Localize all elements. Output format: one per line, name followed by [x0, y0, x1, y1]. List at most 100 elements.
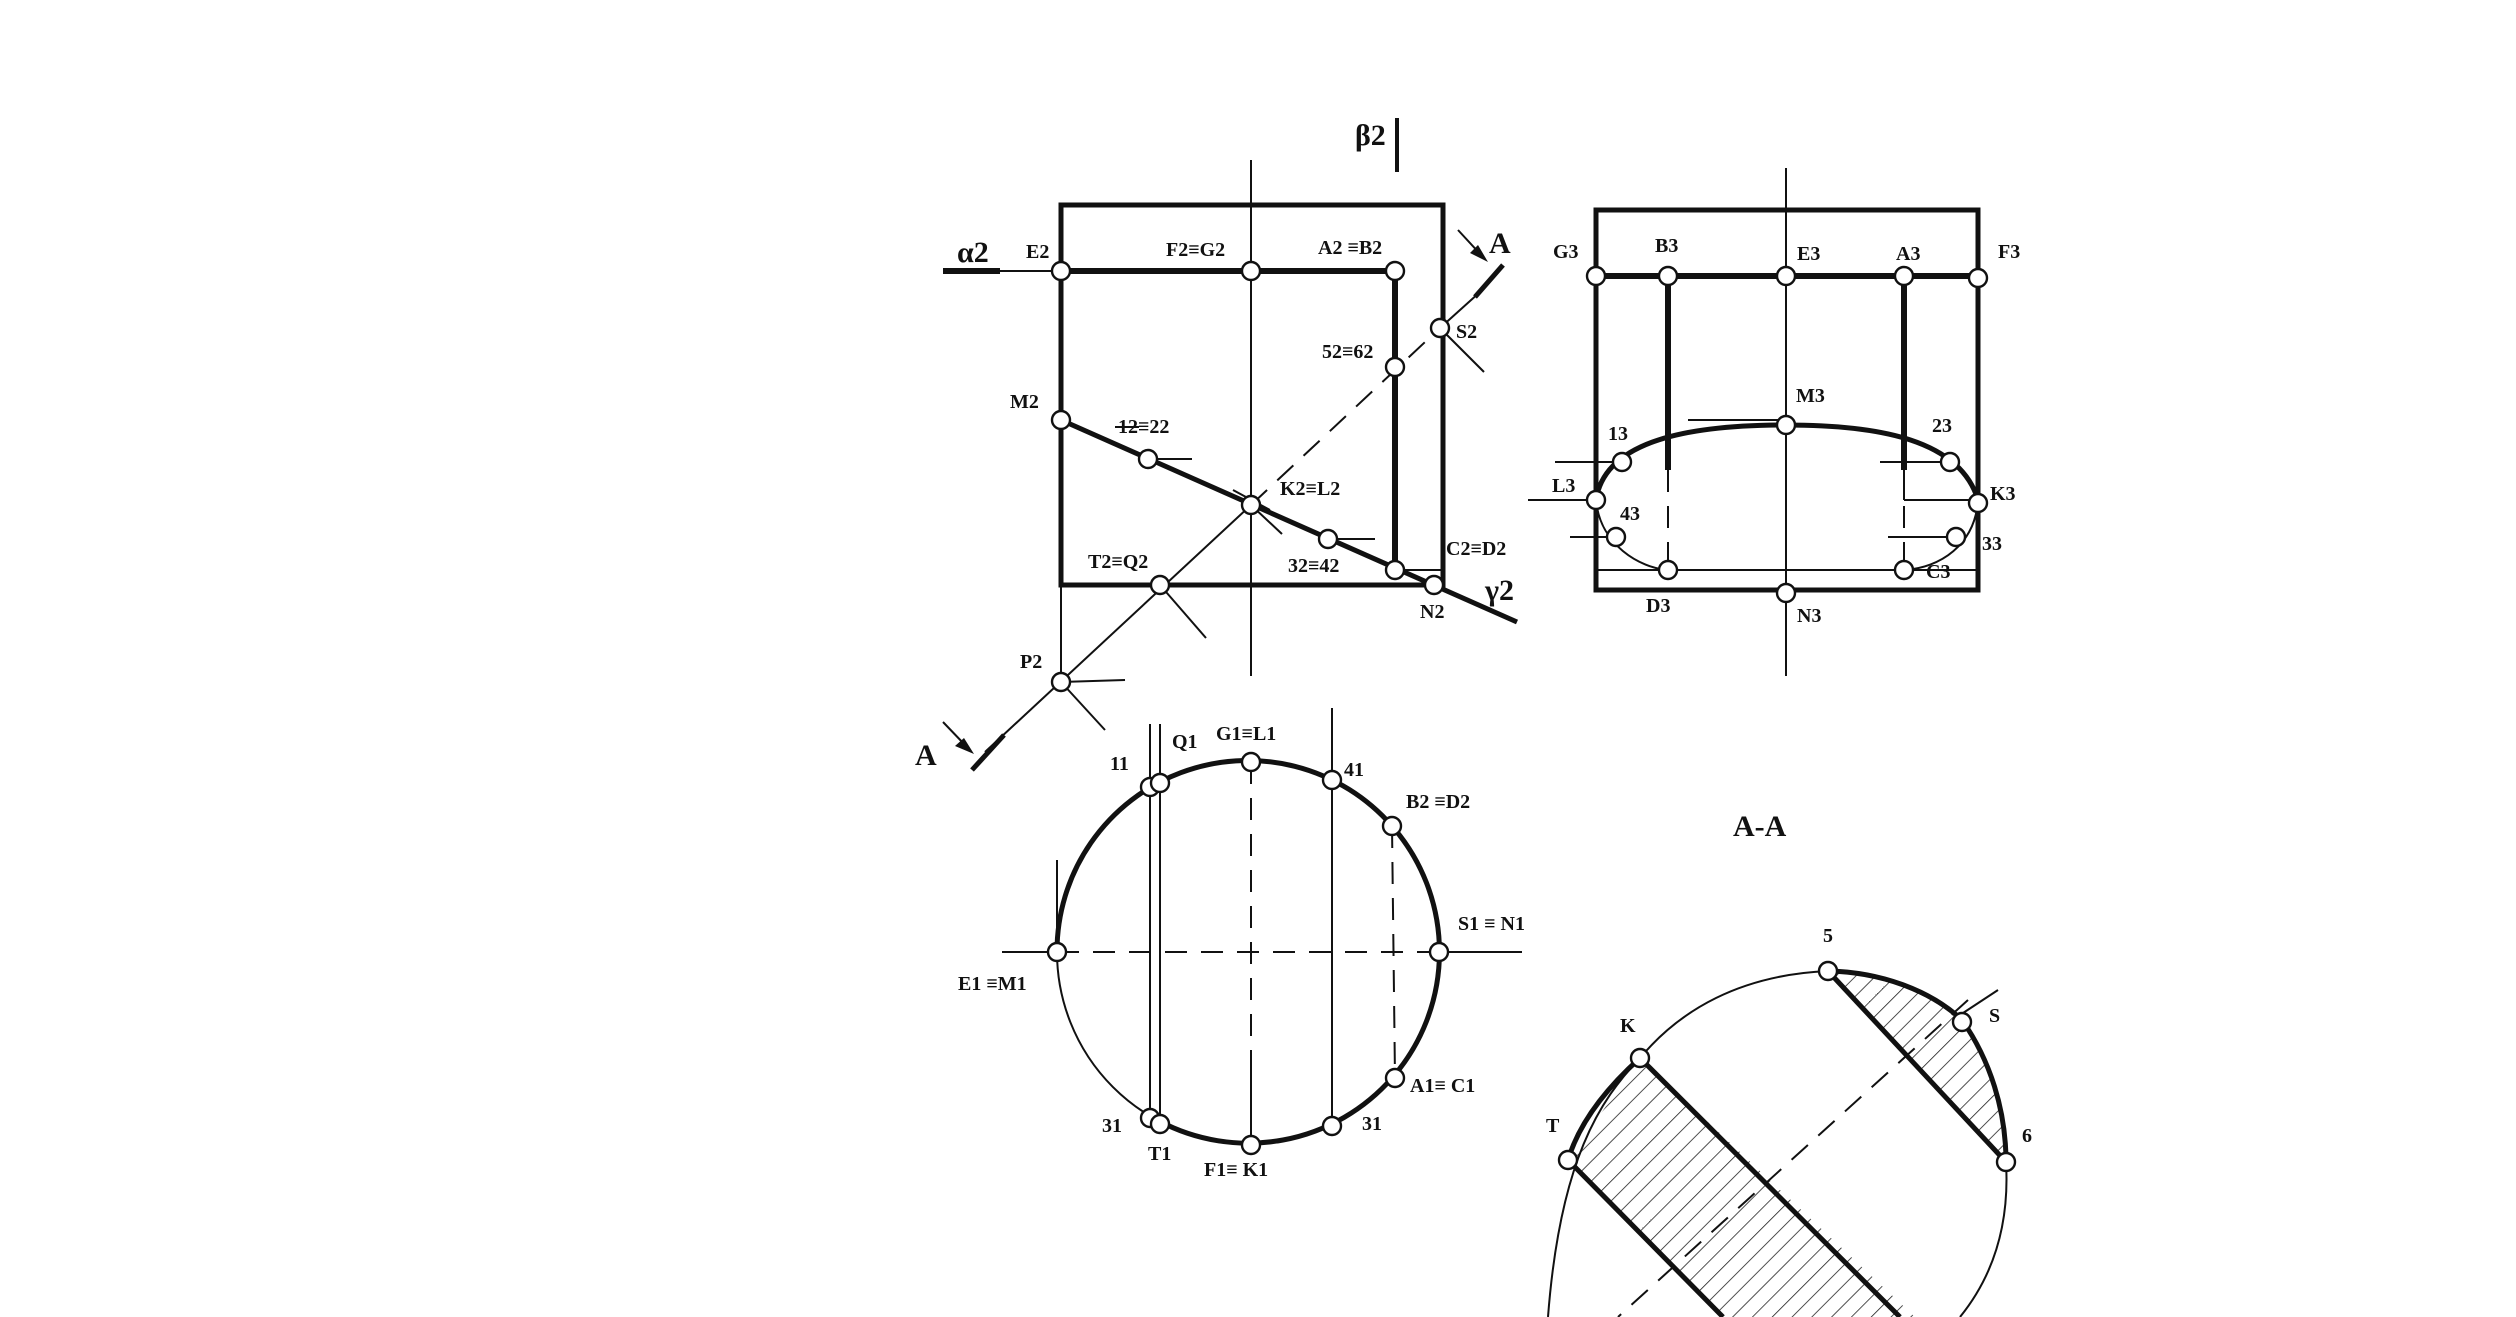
label-G1L1: G1≡L1 — [1216, 723, 1276, 745]
label-31-left: 31 — [1102, 1115, 1122, 1137]
point-K2L2 — [1240, 494, 1262, 516]
label-52-62: 52≡62 — [1322, 341, 1373, 363]
label-K3: K3 — [1990, 483, 2016, 505]
point-E2 — [1050, 260, 1072, 282]
label-S: S — [1989, 1005, 2000, 1027]
point-G1L1 — [1240, 751, 1262, 773]
label-T: T — [1546, 1115, 1560, 1137]
top-arc-upper-thick — [1054, 758, 1394, 953]
label-Q1: Q1 — [1172, 731, 1198, 753]
label-M3: M3 — [1796, 385, 1825, 407]
point-32-42 — [1317, 528, 1339, 550]
point-T2Q2 — [1149, 574, 1171, 596]
label-12-22: 12≡22 — [1118, 416, 1169, 438]
point-C2D2 — [1384, 559, 1406, 581]
label-alpha2: α2 — [957, 236, 989, 269]
point-N2 — [1423, 574, 1445, 596]
label-S1N1: S1 ≡ N1 — [1458, 913, 1525, 935]
point-6 — [1995, 1151, 2017, 1173]
label-5: 5 — [1823, 925, 1833, 947]
point-52-62 — [1384, 356, 1406, 378]
top-arc-lower-thick — [1157, 1076, 1394, 1146]
label-N2: N2 — [1420, 601, 1444, 623]
label-M2: M2 — [1010, 391, 1039, 413]
point-L3 — [1585, 489, 1607, 511]
point-S2 — [1429, 317, 1451, 339]
point-K — [1629, 1047, 1651, 1069]
label-23: 23 — [1932, 415, 1952, 437]
point-33 — [1945, 526, 1967, 548]
point-12-22 — [1137, 448, 1159, 470]
point-F1K1 — [1240, 1134, 1262, 1156]
label-41: 41 — [1344, 759, 1364, 781]
point-A3 — [1893, 265, 1915, 287]
section-cut-upper — [1826, 969, 2008, 1164]
label-13: 13 — [1608, 423, 1628, 445]
label-6: 6 — [2022, 1125, 2032, 1147]
label-K: K — [1620, 1015, 1636, 1037]
label-C2D2: C2≡D2 — [1446, 538, 1506, 560]
gamma-plane-line — [1059, 417, 1519, 625]
point-G3 — [1585, 265, 1607, 287]
point-E3 — [1775, 265, 1797, 287]
label-P2: P2 — [1020, 651, 1042, 673]
section-line-dashed — [1250, 327, 1441, 506]
point-T — [1557, 1149, 1579, 1171]
tick — [1060, 679, 1126, 683]
point-F3 — [1967, 267, 1989, 289]
top-line-B2-dashed — [1391, 825, 1396, 1079]
point-23 — [1939, 451, 1961, 473]
label-31-right: 31 — [1362, 1113, 1382, 1135]
label-beta2: β2 — [1355, 119, 1386, 152]
section-cut-top — [1473, 263, 1505, 299]
point-41 — [1321, 769, 1343, 791]
point-31-right — [1321, 1115, 1343, 1137]
point-C3 — [1893, 559, 1915, 581]
label-F2G2: F2≡G2 — [1166, 239, 1225, 261]
point-F2G2 — [1240, 260, 1262, 282]
label-F1K1: F1≡ K1 — [1204, 1159, 1268, 1181]
point-B2D2 — [1381, 815, 1403, 837]
label-gamma2: γ2 — [1484, 574, 1514, 607]
section-axis-tick — [1959, 989, 1999, 1016]
point-5 — [1817, 960, 1839, 982]
point-S1N1 — [1428, 941, 1450, 963]
point-K3 — [1967, 492, 1989, 514]
point-N3 — [1775, 582, 1797, 604]
point-43 — [1605, 526, 1627, 548]
label-N3: N3 — [1797, 605, 1821, 627]
label-S2: S2 — [1456, 321, 1477, 343]
arrow-bottom-head — [955, 738, 974, 754]
label-A1C1: A1≡ C1 — [1410, 1075, 1475, 1097]
tick — [1159, 584, 1207, 639]
top-view — [1002, 708, 1522, 1156]
tick — [1439, 327, 1485, 373]
section-hatch-lower — [1568, 1058, 1915, 1317]
label-T1: T1 — [1148, 1143, 1171, 1165]
label-43: 43 — [1620, 503, 1640, 525]
arrow-top-head — [1470, 245, 1488, 262]
label-D3: D3 — [1646, 595, 1670, 617]
label-L3: L3 — [1552, 475, 1575, 497]
section-cut-bottom — [970, 733, 1006, 772]
section-ellipse-right-thin — [1959, 1161, 2008, 1317]
label-11: 11 — [1110, 753, 1129, 775]
label-A3: A3 — [1896, 243, 1920, 265]
label-B3: B3 — [1655, 235, 1678, 257]
label-E3: E3 — [1797, 243, 1820, 265]
point-E1M1 — [1046, 941, 1068, 963]
section-cut-left — [1566, 1158, 1725, 1317]
label-arrow-a-top: A — [1489, 227, 1511, 260]
label-section-title: A-A — [1733, 810, 1787, 843]
section-ellipse-left-thick — [1565, 1056, 1642, 1161]
label-B2D2: B2 ≡D2 — [1406, 791, 1470, 813]
label-32-42: 32≡42 — [1288, 555, 1339, 577]
labels: β2 α2 γ2 A A A-A E2 F2≡G2 A2 ≡B2 S2 52≡6… — [915, 119, 2032, 1181]
side-view — [1528, 168, 1989, 676]
section-view — [1547, 960, 2017, 1317]
point-M3 — [1775, 414, 1797, 436]
section-axis-dashed — [1617, 999, 1969, 1317]
point-B3 — [1657, 265, 1679, 287]
section-cut-lower — [1638, 1056, 1902, 1317]
